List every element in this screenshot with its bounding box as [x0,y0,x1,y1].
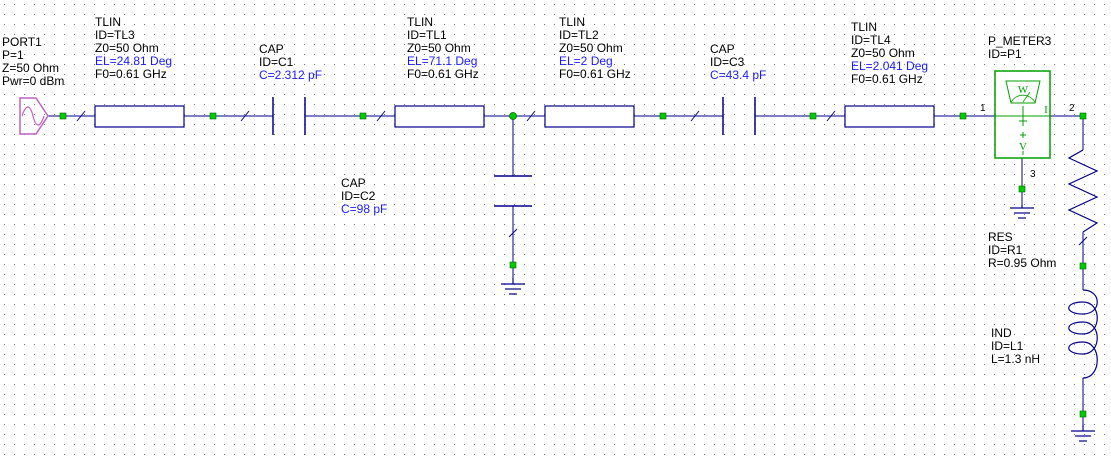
nodes [59,112,1087,418]
meter-pin-2: 2 [1069,103,1075,114]
port1-name: PORT1 [2,35,42,49]
meter-label[interactable]: P_METER3 ID=P1 [988,35,1051,61]
node [1018,185,1026,193]
port-symbol[interactable] [19,97,49,135]
c2-label[interactable]: CAP ID=C2 C=98 pF [341,177,387,216]
node [359,112,367,120]
c3-label[interactable]: CAP ID=C3 C=43.4 pF [710,43,766,82]
node [59,112,67,120]
tl3-label[interactable]: TLIN ID=TL3 Z0=50 Ohm EL=24.81 Deg F0=0.… [95,16,172,81]
tl4-f0: F0=0.61 GHz [851,72,923,86]
ground-meter [1010,205,1034,219]
node [209,112,217,120]
tl3-f0: F0=0.61 GHz [95,67,167,81]
tlin-tl3-body[interactable] [94,105,185,128]
tick [76,110,86,122]
tlin-tl2-body[interactable] [544,105,635,128]
tl1-f0: F0=0.61 GHz [407,67,479,81]
l1-type: IND [991,326,1012,340]
tl3-type: TLIN [95,15,122,29]
tick [1078,236,1088,246]
r1-id: ID=R1 [988,243,1023,257]
c1-id: ID=C1 [259,55,294,69]
tl4-z0: Z0=50 Ohm [851,46,915,60]
c2-value: C=98 pF [341,202,388,216]
tlin-tl4-body[interactable] [844,105,935,128]
junction-dot [509,112,517,120]
tl4-el: EL=2.041 Deg [851,59,929,73]
node [959,112,967,120]
node [1079,112,1087,120]
cap-c2-symbol[interactable] [494,175,532,207]
tl3-id: ID=TL3 [95,28,135,42]
ground-load [1071,425,1095,442]
port1-label[interactable]: PORT1 P=1 Z=50 Ohm Pwr=0 dBm [2,36,64,88]
tl1-z0: Z0=50 Ohm [407,41,471,55]
tl1-id: ID=TL1 [407,28,447,42]
cap-c1-symbol[interactable] [272,97,306,135]
tl4-label[interactable]: TLIN ID=TL4 Z0=50 Ohm EL=2.041 Deg F0=0.… [851,21,928,86]
c1-type: CAP [259,42,284,56]
meter-glyph-v: V [1019,141,1027,153]
tick [508,228,518,238]
c1-label[interactable]: CAP ID=C1 C=2.312 pF [259,43,322,82]
port1-param: P=1 [2,48,24,62]
c2-id: ID=C2 [341,189,376,203]
c2-type: CAP [341,176,366,190]
inductor-l1-symbol[interactable] [1068,289,1098,379]
tl3-z0: Z0=50 Ohm [95,41,159,55]
l1-label[interactable]: IND ID=L1 L=1.3 nH [991,327,1040,366]
tick [826,110,836,122]
node [1079,262,1087,270]
c1-value: C=2.312 pF [259,68,323,82]
tick-marks [76,110,1088,246]
meter-id: ID=P1 [988,47,1022,61]
meter-glyph-i: I [1044,104,1048,116]
r1-type: RES [988,230,1013,244]
meter-pin-3: 3 [1030,169,1036,180]
tl4-type: TLIN [851,20,878,34]
tl2-label[interactable]: TLIN ID=TL2 Z0=50 Ohm EL=2 Deg F0=0.61 G… [559,16,631,81]
tl2-type: TLIN [559,15,586,29]
c3-type: CAP [710,42,735,56]
ground-symbols [501,205,1095,442]
c3-id: ID=C3 [710,55,745,69]
tl2-z0: Z0=50 Ohm [559,41,623,55]
l1-value: L=1.3 nH [991,352,1041,366]
port1-param: Pwr=0 dBm [2,74,65,88]
resistor-r1-symbol[interactable] [1067,149,1099,233]
node [809,112,817,120]
meter-pin-1: 1 [980,103,986,114]
tl2-f0: F0=0.61 GHz [559,67,631,81]
meter-glyph-w: W [1018,84,1029,96]
tl1-label[interactable]: TLIN ID=TL1 Z0=50 Ohm EL=71.1 Deg F0=0.6… [407,16,479,81]
node [1079,410,1087,418]
node [509,261,517,269]
l1-id: ID=L1 [991,339,1024,353]
r1-label[interactable]: RES ID=R1 R=0.95 Ohm [988,231,1056,270]
ground-c2 [501,278,525,295]
meter-type: P_METER3 [988,34,1052,48]
tick [240,110,250,122]
tick [526,110,536,122]
tl3-el: EL=24.81 Deg [95,54,173,68]
cap-c3-symbol[interactable] [722,97,756,135]
tl1-type: TLIN [407,15,434,29]
tick [376,110,386,122]
tl1-el: EL=71.1 Deg [407,54,478,68]
port1-param: Z=50 Ohm [2,61,60,75]
node [659,112,667,120]
tlin-tl1-body[interactable] [394,105,485,128]
r1-value: R=0.95 Ohm [988,256,1057,270]
power-meter-symbol[interactable]: W V I [994,70,1051,159]
tick [690,110,700,122]
tl2-id: ID=TL2 [559,28,599,42]
tl4-id: ID=TL4 [851,33,891,47]
tl2-el: EL=2 Deg [559,54,613,68]
c3-value: C=43.4 pF [710,68,767,82]
